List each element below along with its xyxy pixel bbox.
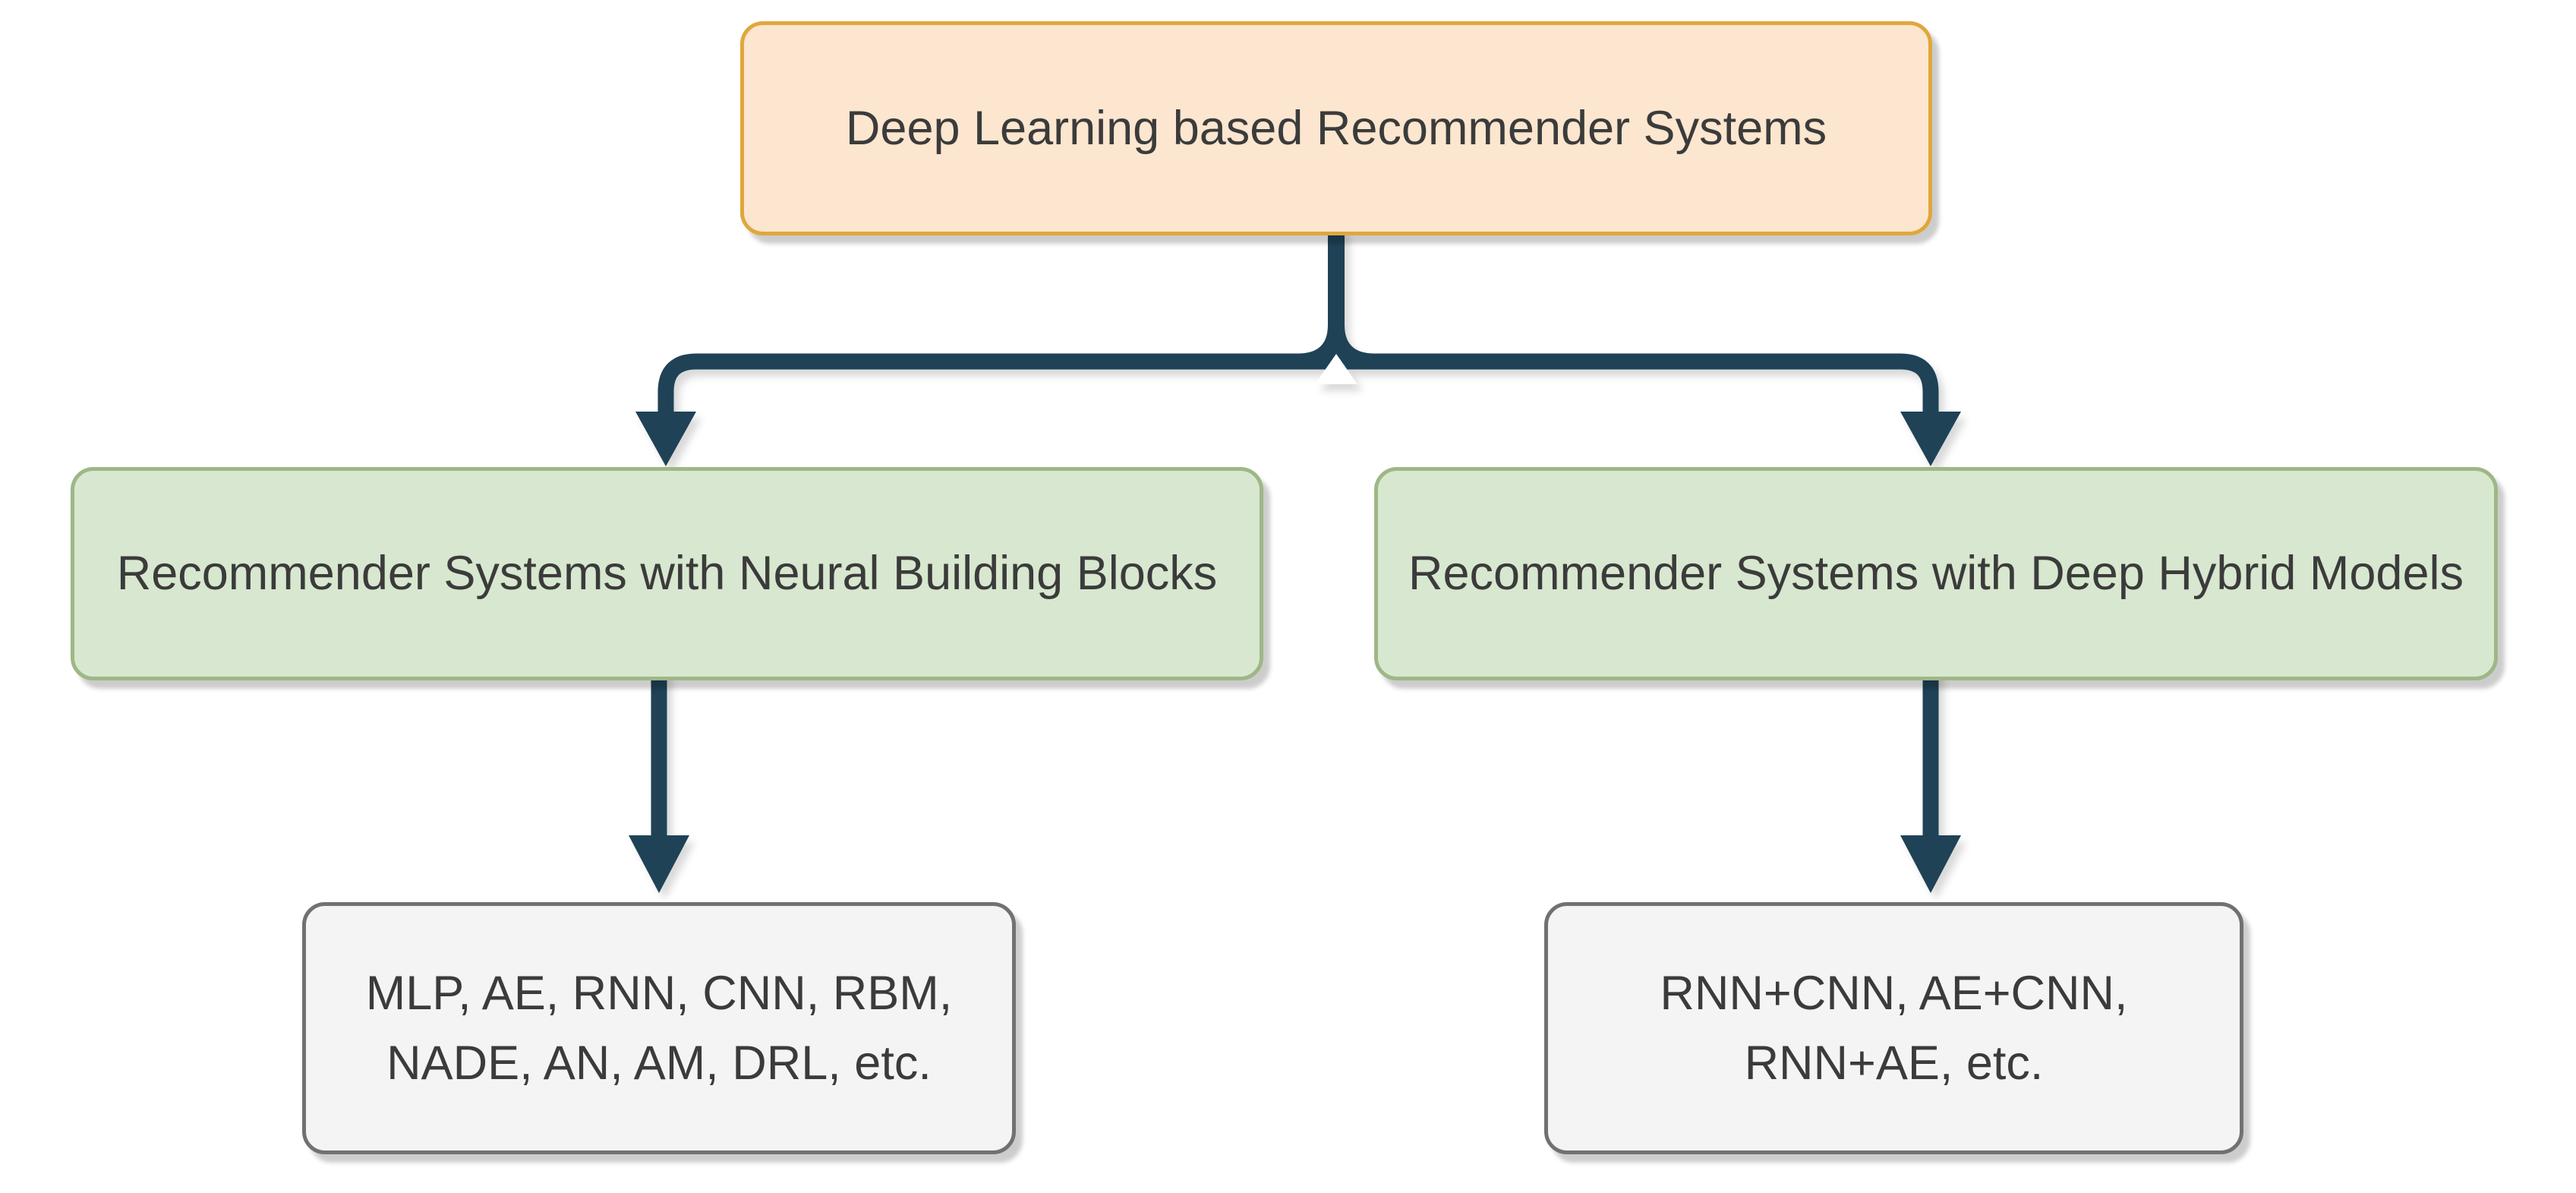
arrowhead-leaf-left — [629, 835, 689, 893]
branch-node-deep-hybrid-models: Recommender Systems with Deep Hybrid Mod… — [1374, 467, 2498, 680]
leaf-node-hybrid-methods: RNN+CNN, AE+CNN, RNN+AE, etc. — [1544, 902, 2243, 1154]
branch-node-label: Recommender Systems with Deep Hybrid Mod… — [1408, 547, 2464, 601]
arrowhead-branch-right — [1900, 412, 1961, 466]
arrowhead-leaf-right — [1900, 835, 1961, 893]
branch-node-neural-building-blocks: Recommender Systems with Neural Building… — [71, 467, 1263, 680]
root-node: Deep Learning based Recommender Systems — [740, 21, 1932, 235]
split-bar-line — [657, 353, 1939, 419]
junction-fillet-right — [1345, 325, 1374, 354]
arrowhead-branch-left — [635, 412, 696, 466]
branch-node-label: Recommender Systems with Neural Building… — [116, 547, 1218, 601]
leaf-line: MLP, AE, RNN, CNN, RBM, — [365, 967, 953, 1020]
leaf-node-neural-methods: MLP, AE, RNN, CNN, RBM, NADE, AN, AM, DR… — [302, 902, 1016, 1154]
root-node-label: Deep Learning based Recommender Systems — [845, 101, 1827, 155]
junction-fillet-left — [1298, 325, 1328, 354]
leaf-line: RNN+CNN, AE+CNN, — [1660, 967, 2128, 1020]
leaf-line: RNN+AE, etc. — [1744, 1037, 2044, 1090]
junction-split-notch — [1315, 354, 1357, 384]
leaf-line: NADE, AN, AM, DRL, etc. — [386, 1037, 932, 1090]
